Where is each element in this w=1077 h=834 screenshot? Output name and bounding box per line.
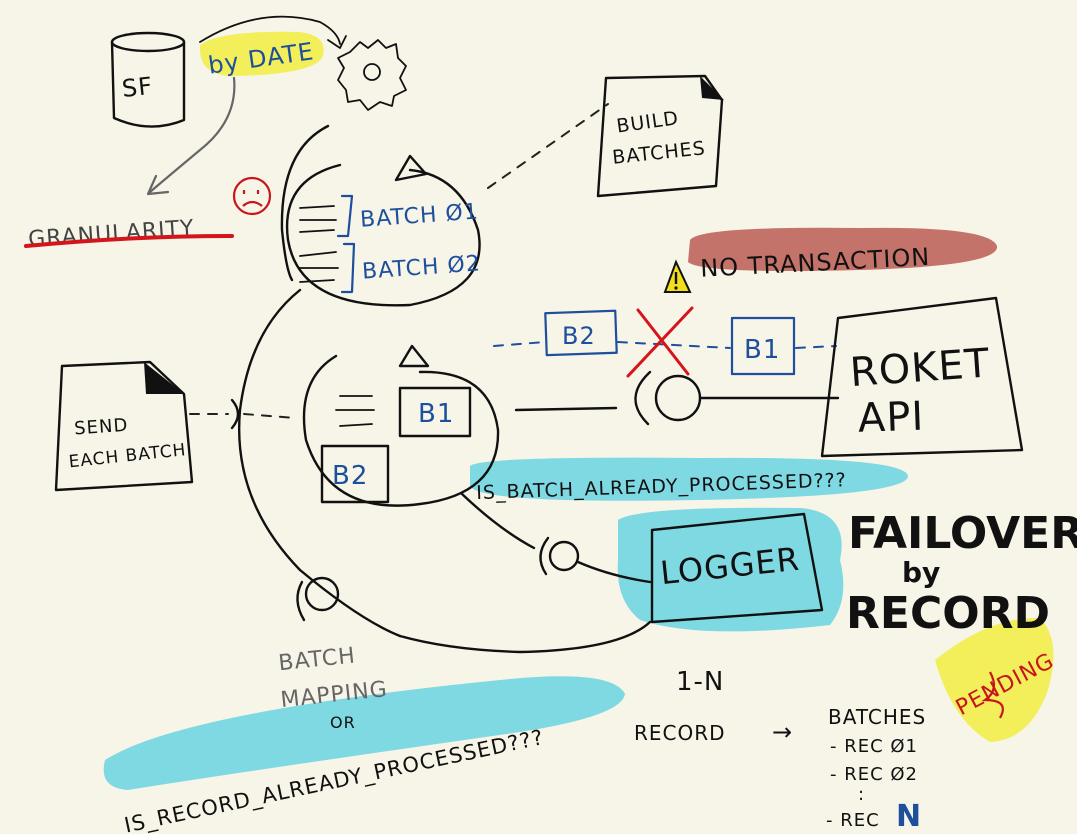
no-transaction-banner: [688, 227, 998, 271]
arrow-head: [327, 35, 347, 49]
batch-02-label: BATCH Ø2: [361, 251, 481, 284]
granularity-underline: [24, 234, 234, 248]
granularity-label: GRANULARITY: [27, 216, 195, 253]
b1-inner-label: B1: [418, 399, 454, 429]
record-label: RECORD: [634, 721, 726, 745]
flow-line: [576, 560, 652, 584]
sender-cycle: [302, 354, 500, 507]
list-lines: [335, 395, 375, 427]
transfer-connector: [493, 341, 546, 347]
warning-icon: [663, 259, 692, 293]
batch-01-label: BATCH Ø1: [359, 200, 479, 233]
sad-face-icon: [232, 176, 272, 216]
by-date-highlight: [199, 31, 324, 76]
failover-line-3: RECORD: [846, 588, 1050, 639]
b1-transfer-box: [730, 316, 796, 376]
database-icon: [110, 31, 186, 128]
send-each-line-1: SEND: [74, 415, 129, 440]
b2-transfer-box: [544, 309, 618, 357]
by-date-arrow: [199, 15, 341, 45]
sf-label: SF: [121, 72, 155, 103]
record-processed-highlight: [103, 676, 626, 790]
build-batches-connector: [487, 103, 609, 189]
build-batches-line-1: BUILD: [615, 107, 680, 138]
b2-inner-label: B2: [332, 461, 368, 491]
failover-line-1: FAILOVER: [848, 508, 1077, 559]
rec-01-label: - REC Ø1: [830, 736, 918, 757]
flow-line: [238, 288, 402, 638]
send-connector: [243, 413, 297, 419]
batch-mapping-line-3: OR: [330, 713, 356, 732]
document-icon: [54, 360, 194, 492]
logger-box: [650, 512, 824, 624]
roket-api-box: [820, 296, 1024, 458]
b2-inner-box: [320, 444, 390, 504]
flow-line: [280, 124, 330, 282]
rec-02-label: - REC Ø2: [830, 764, 918, 785]
b1-transfer-label: B1: [744, 335, 780, 365]
transfer-connector: [617, 341, 731, 349]
batch-mapping-line-1: BATCH: [277, 643, 357, 676]
batch-builder-cycle: [285, 163, 481, 307]
flow-line: [514, 406, 618, 412]
logger-highlight: [617, 507, 844, 632]
interface-socket-icon: [539, 536, 580, 576]
list-lines: [299, 251, 339, 283]
arrow-head: [146, 174, 170, 196]
one-to-n-label: 1-N: [676, 667, 724, 697]
junction: [230, 398, 240, 430]
list-lines: [299, 205, 337, 233]
granularity-arrow: [148, 76, 236, 194]
record-arrow: →: [772, 718, 792, 746]
cross-icon: [626, 306, 694, 378]
roket-api-line-2: API: [857, 394, 925, 442]
interface-socket-icon: [296, 576, 340, 622]
ellipsis-label: :: [858, 784, 865, 805]
rec-n-suffix: N: [896, 799, 921, 834]
rec-n-prefix: - REC: [826, 810, 880, 831]
batches-label: BATCHES: [828, 705, 926, 729]
gear-icon: [337, 39, 407, 111]
b1-inner-box: [398, 386, 472, 438]
refresh-arrow-icon: [398, 344, 430, 368]
document-icon: [596, 74, 724, 198]
pending-scribble: [981, 671, 1004, 719]
flow-line: [398, 620, 652, 654]
batch-processed-highlight: [470, 457, 908, 501]
refresh-arrow-icon: [394, 154, 428, 182]
transfer-connector: [795, 345, 837, 349]
b2-transfer-label: B2: [562, 322, 596, 350]
flow-line: [460, 492, 536, 550]
failover-line-2: by: [902, 556, 940, 589]
send-each-line-2: EACH BATCH: [68, 440, 188, 472]
interface-socket-icon: [634, 370, 702, 426]
build-batches-line-2: BATCHES: [611, 137, 706, 169]
roket-api-line-1: ROKET: [848, 340, 991, 396]
